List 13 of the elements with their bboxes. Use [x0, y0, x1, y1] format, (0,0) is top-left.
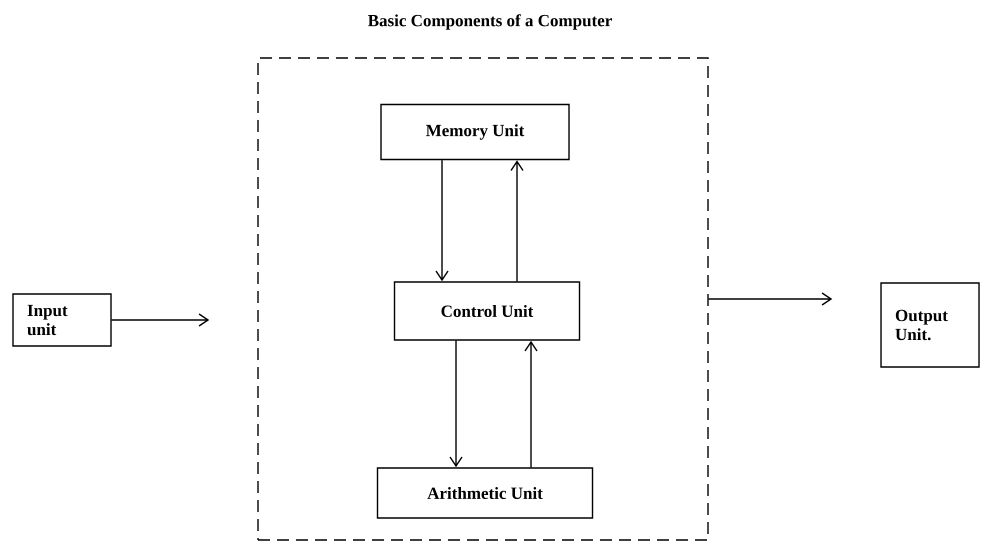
arrow [524, 340, 538, 468]
arrow [708, 292, 832, 306]
unit-box: Control Unit [394, 281, 580, 341]
arrow [435, 160, 449, 282]
unit-box: Input unit [12, 293, 112, 347]
unit-box: Memory Unit [380, 104, 570, 160]
arrow [112, 313, 210, 327]
dashed-boundary [257, 57, 709, 541]
arrow [449, 340, 463, 468]
unit-box: Output Unit. [880, 282, 980, 368]
unit-box: Arithmetic Unit [376, 467, 594, 519]
arrow [510, 160, 524, 282]
title: Basic Components of a Computer [368, 14, 612, 30]
